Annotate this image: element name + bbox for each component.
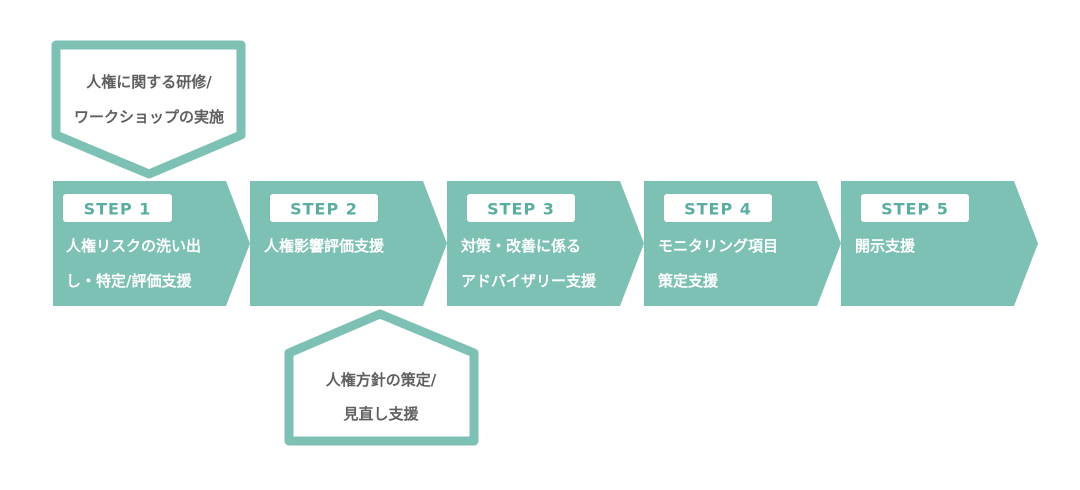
step-3: STEP 3 対策・改善に係る アドバイザリー支援 — [447, 181, 644, 306]
step-4-badge — [664, 194, 772, 222]
step-3-badge-label: STEP 3 — [487, 200, 555, 219]
callout-bottom-box — [284, 309, 479, 446]
callout-bottom-line2: 見直し支援 — [342, 405, 419, 423]
step-2: STEP 2 人権影響評価支援 — [250, 181, 447, 306]
callout-bottom-line1: 人権方針の策定/ — [326, 371, 437, 389]
step-1-title-line2: し・特定/評価支援 — [66, 272, 192, 290]
callout-top-line1: 人権に関する研修/ — [86, 73, 212, 91]
step-4-badge-label: STEP 4 — [684, 200, 752, 219]
callout-top-line2: ワークショップの実施 — [74, 108, 224, 126]
step-1: STEP 1 人権リスクの洗い出 し・特定/評価支援 — [53, 181, 250, 306]
step-3-badge — [467, 194, 575, 222]
step-2-badge-label: STEP 2 — [290, 200, 358, 219]
step-2-badge — [270, 194, 378, 222]
callout-bottom: 人権方針の策定/ 見直し支援 — [284, 309, 479, 446]
step-4-title-line2: 策定支援 — [657, 272, 719, 290]
step-1-badge-label: STEP 1 — [84, 200, 152, 219]
step-5-badge-label: STEP 5 — [881, 200, 949, 219]
callout-top: 人権に関する研修/ ワークショップの実施 — [51, 40, 246, 179]
callout-top-box — [51, 40, 246, 179]
step-5-title-line1: 開示支援 — [855, 237, 916, 255]
step-5: STEP 5 開示支援 — [841, 181, 1038, 306]
step-3-title-line2: アドバイザリー支援 — [461, 272, 597, 290]
step-4: STEP 4 モニタリング項目 策定支援 — [644, 181, 841, 306]
step-3-title-line1: 対策・改善に係る — [460, 237, 581, 255]
step-4-title-line1: モニタリング項目 — [658, 237, 778, 255]
step-1-title-line1: 人権リスクの洗い出 — [66, 237, 201, 255]
step-1-badge — [63, 194, 172, 222]
step-2-title-line1: 人権影響評価支援 — [264, 237, 385, 255]
step-5-badge — [861, 194, 969, 222]
